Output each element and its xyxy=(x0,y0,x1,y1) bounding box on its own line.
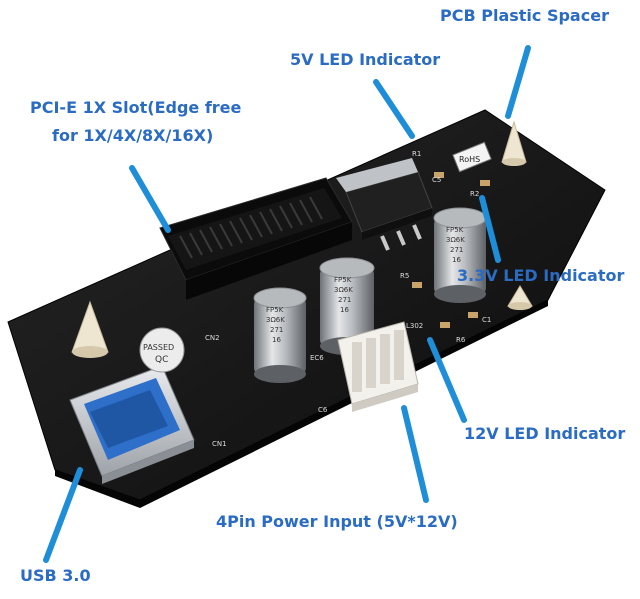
qc-sticker xyxy=(139,327,185,373)
power-connector xyxy=(337,321,419,412)
l302-marking: L302 xyxy=(406,322,423,330)
capacitor xyxy=(433,207,487,303)
label-5v-led: 5V LED Indicator xyxy=(290,50,441,69)
capacitor xyxy=(253,287,307,383)
label-pcb-spacer: PCB Plastic Spacer xyxy=(440,6,609,25)
cap-marking-1: FP5K xyxy=(266,306,284,314)
label-3v3-led: 3.3V LED Indicator xyxy=(457,266,625,285)
label-power-input: 4Pin Power Input (5V*12V) xyxy=(216,512,458,531)
cap-marking-2: 3Ω6K xyxy=(266,316,285,324)
r6-marking: R6 xyxy=(456,336,466,344)
cap-marking-10: 3Ω6K xyxy=(446,236,465,244)
cap-marking-6: 3Ω6K xyxy=(334,286,353,294)
label-pcie-line2: for 1X/4X/8X/16X) xyxy=(52,126,214,145)
cap-marking-8: 16 xyxy=(340,306,349,314)
cap-marking-12: 16 xyxy=(452,256,461,264)
cap-marking-9: FP5K xyxy=(446,226,464,234)
cn1-marking: CN1 xyxy=(212,440,227,448)
c6-marking: C6 xyxy=(318,406,328,414)
c5-marking: C5 xyxy=(432,176,441,184)
r1-marking: R1 xyxy=(412,150,421,158)
cap-marking-11: 271 xyxy=(450,246,463,254)
ec6-marking: EC6 xyxy=(310,354,324,362)
voltage-regulator xyxy=(336,158,433,251)
pointer-lines xyxy=(43,45,531,563)
cap-marking-3: 271 xyxy=(270,326,283,334)
pcb-spacer xyxy=(501,120,527,166)
passed-marking: PASSED xyxy=(143,343,174,352)
c1-marking: C1 xyxy=(482,316,491,324)
usb-port xyxy=(69,365,195,484)
cap-marking-4: 16 xyxy=(272,336,281,344)
cap-marking-7: 271 xyxy=(338,296,351,304)
qc-marking: QC xyxy=(155,355,168,365)
pcb-spacer xyxy=(71,300,109,358)
cap-marking-5: FP5K xyxy=(334,276,352,284)
r2-marking: R2 xyxy=(470,190,479,198)
label-12v-led: 12V LED Indicator xyxy=(464,424,626,443)
rohs-marking: RoHS xyxy=(459,155,480,164)
label-usb: USB 3.0 xyxy=(20,566,91,585)
rohs-mark xyxy=(452,141,492,173)
pcie-slot xyxy=(159,177,353,300)
r5-marking: R5 xyxy=(400,272,409,280)
pcb-spacer xyxy=(507,285,533,310)
smd-components xyxy=(412,172,490,328)
cn2-marking: CN2 xyxy=(205,334,220,342)
label-pcie-line1: PCI-E 1X Slot(Edge free xyxy=(30,98,242,117)
